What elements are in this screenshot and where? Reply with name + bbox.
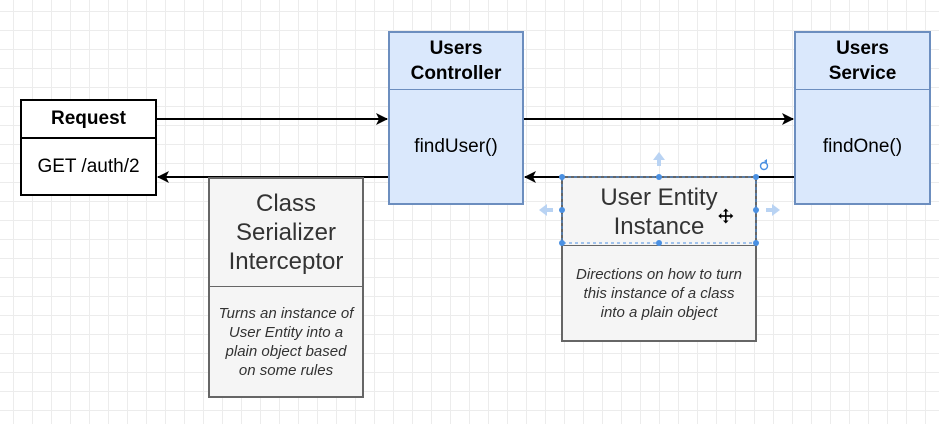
users-service-title-line1: Users <box>836 38 889 59</box>
request-box[interactable]: Request GET /auth/2 <box>20 99 157 196</box>
user-entity-title-line2: Instance <box>613 212 705 240</box>
user-entity-description: Directions on how to turn this instance … <box>576 265 742 321</box>
users-controller-title-line2: Controller <box>410 63 502 84</box>
user-entity-title-line1: User Entity <box>600 183 718 211</box>
interceptor-description: Turns an instance of User Entity into a … <box>218 304 354 379</box>
user-entity-header: User Entity Instance <box>563 178 755 246</box>
request-route: GET /auth/2 <box>37 155 140 177</box>
users-service-method: findOne() <box>822 135 903 157</box>
users-controller-method: findUser() <box>414 135 498 157</box>
interceptor-title-line3: Interceptor <box>228 248 344 275</box>
users-service-title-line2: Service <box>828 63 897 84</box>
users-controller-title-line1: Users <box>429 38 483 59</box>
interceptor-title-line2: Serializer <box>235 219 336 246</box>
users-controller-header: Users Controller <box>390 33 522 90</box>
users-controller-box[interactable]: Users Controller findUser() <box>388 31 524 205</box>
user-entity-box[interactable]: User Entity Instance Directions on how t… <box>561 176 757 342</box>
interceptor-box[interactable]: Class Serializer Interceptor Turns an in… <box>208 177 364 398</box>
request-title: Request <box>22 101 155 139</box>
interceptor-title-line1: Class <box>255 190 316 217</box>
users-service-header: Users Service <box>796 33 929 90</box>
users-service-box[interactable]: Users Service findOne() <box>794 31 931 205</box>
interceptor-header: Class Serializer Interceptor <box>210 179 362 287</box>
